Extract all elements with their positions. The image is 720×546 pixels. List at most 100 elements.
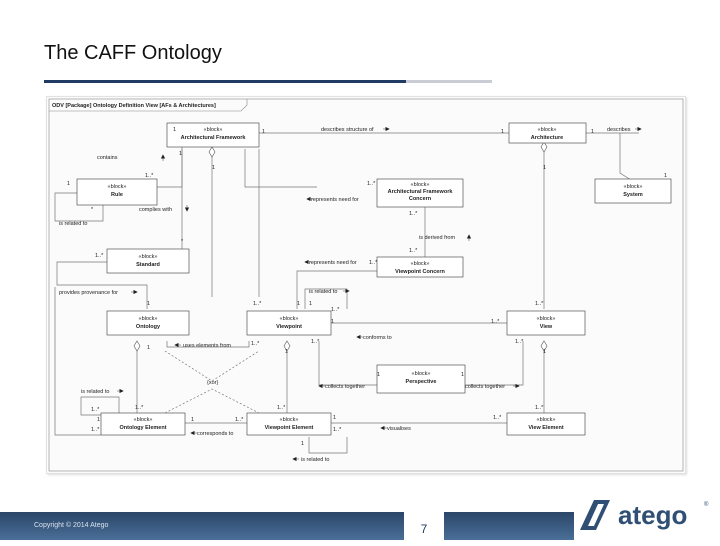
diamond-architecture	[540, 141, 548, 153]
block-af-concern: «block» Architectural Framework Concern	[376, 178, 464, 208]
block-system: «block» System	[594, 178, 672, 204]
svg-text:1..*: 1..*	[145, 173, 154, 179]
svg-text:1..*: 1..*	[311, 339, 320, 345]
svg-text:1: 1	[97, 417, 100, 423]
atego-logo: atego ®	[574, 490, 720, 540]
svg-text:1: 1	[331, 319, 334, 325]
line-system-link	[619, 133, 640, 186]
line-rule-self	[54, 192, 104, 222]
label-visualises: visualises	[387, 426, 411, 432]
svg-text:«block»: «block»	[538, 127, 557, 133]
svg-text:Viewpoint: Viewpoint	[276, 324, 302, 330]
svg-text:1..*: 1..*	[535, 405, 544, 411]
label-viewpoint-is-related-to: is related to	[309, 289, 337, 295]
svg-text:1..*: 1..*	[91, 407, 100, 413]
svg-text:1: 1	[501, 129, 504, 135]
svg-text:1: 1	[543, 165, 546, 171]
svg-text:1: 1	[191, 417, 194, 423]
label-collects-together-vp: collects together	[325, 384, 365, 390]
label-provides-provenance-for: provides provenance for	[59, 290, 118, 296]
svg-text:Architectural Framework: Architectural Framework	[388, 189, 454, 195]
svg-text:*: *	[181, 239, 184, 245]
block-viewpoint-concern: «block» Viewpoint Concern	[376, 256, 464, 278]
title-underline-dark	[44, 80, 406, 83]
diamond-viewpoint	[283, 340, 291, 352]
multiplicities: 1 1 1 1 1 1 1 1 1..* 1 * * 1..* 1..* 1..…	[67, 127, 667, 447]
block-viewpoint: «block» Viewpoint	[246, 310, 332, 336]
svg-text:«block»: «block»	[139, 254, 158, 260]
label-represents-need-for-vp: represents need for	[309, 260, 357, 266]
label-rule-is-related-to: is related to	[59, 221, 87, 227]
line-oe-self	[80, 396, 120, 416]
copyright-text: Copyright © 2014 Atego	[34, 522, 109, 529]
label-describes: describes	[607, 127, 631, 133]
ontology-diagram: ODV [Package] Ontology Definition View […	[46, 96, 686, 474]
svg-text:Architectural Framework: Architectural Framework	[181, 135, 247, 141]
svg-text:1..*: 1..*	[251, 341, 260, 347]
diamond-af	[208, 146, 216, 158]
line-vpe-self	[308, 437, 348, 454]
label-contains: contains	[97, 155, 118, 161]
svg-text:1..*: 1..*	[409, 211, 418, 217]
svg-text:1..*: 1..*	[277, 405, 286, 411]
line-oe-left	[54, 287, 101, 436]
page-title: The CAFF Ontology	[44, 42, 222, 64]
line-standard-ontology	[56, 261, 148, 309]
svg-text:1..*: 1..*	[331, 307, 340, 313]
svg-text:1..*: 1..*	[369, 260, 378, 266]
svg-text:1: 1	[461, 372, 464, 378]
svg-text:1..*: 1..*	[535, 301, 544, 307]
svg-text:1..*: 1..*	[515, 339, 524, 345]
block-viewpoint-element: «block» Viewpoint Element	[246, 412, 332, 436]
block-view: «block» View	[506, 310, 586, 336]
svg-text:1: 1	[297, 301, 300, 307]
svg-text:Ontology Element: Ontology Element	[119, 425, 166, 431]
svg-text:«block»: «block»	[411, 182, 430, 188]
label-describes-structure-of: describes structure of	[321, 127, 374, 133]
svg-text:Viewpoint Concern: Viewpoint Concern	[395, 269, 445, 275]
svg-text:1: 1	[301, 441, 304, 447]
svg-text:1..*: 1..*	[409, 248, 418, 254]
svg-text:1..*: 1..*	[367, 181, 376, 187]
svg-text:1: 1	[173, 127, 176, 133]
line-af-concern	[244, 149, 317, 188]
svg-text:Perspective: Perspective	[406, 379, 437, 385]
label-vpe-is-related-to: is related to	[301, 457, 329, 463]
page-number: 7	[404, 512, 444, 540]
block-ontology: «block» Ontology	[106, 310, 190, 336]
svg-text:«block»: «block»	[204, 127, 223, 133]
label-uses-elements-from: uses elements from	[183, 343, 231, 349]
svg-text:1..*: 1..*	[95, 253, 104, 259]
block-rule: «block» Rule	[76, 178, 158, 206]
xor-dash-bottom	[164, 388, 260, 414]
label-collects-together-view: collects together	[465, 384, 505, 390]
svg-text:«block»: «block»	[537, 316, 556, 322]
svg-text:Ontology: Ontology	[136, 324, 161, 330]
block-standard: «block» Standard	[106, 248, 190, 274]
atego-logo-mark: atego ®	[580, 500, 709, 530]
svg-text:1..*: 1..*	[91, 427, 100, 433]
block-architectural-framework: «block» Architectural Framework	[166, 122, 260, 148]
svg-text:Standard: Standard	[136, 262, 160, 268]
svg-text:1: 1	[147, 345, 150, 351]
svg-text:*: *	[91, 207, 94, 213]
xor-dash-top	[164, 350, 260, 382]
svg-text:1: 1	[377, 372, 380, 378]
svg-text:1: 1	[664, 173, 667, 179]
svg-text:1..*: 1..*	[493, 415, 502, 421]
svg-text:1: 1	[67, 181, 70, 187]
svg-text:View: View	[540, 324, 553, 330]
logo-inner-slash	[588, 504, 604, 526]
svg-text:1: 1	[179, 151, 182, 157]
svg-text:1..*: 1..*	[491, 319, 500, 325]
block-ontology-element: «block» Ontology Element	[100, 412, 186, 436]
frame-border	[48, 98, 684, 472]
svg-text:1..*: 1..*	[235, 417, 244, 423]
block-perspective: «block» Perspective	[376, 364, 466, 394]
svg-text:«block»: «block»	[280, 417, 299, 423]
label-represents-need-for-af: represents need for	[311, 197, 359, 203]
label-oe-is-related-to: is related to	[81, 389, 109, 395]
line-perspective-view	[465, 341, 524, 386]
diamond-ontology	[133, 340, 141, 352]
svg-text:View Element: View Element	[528, 425, 564, 431]
